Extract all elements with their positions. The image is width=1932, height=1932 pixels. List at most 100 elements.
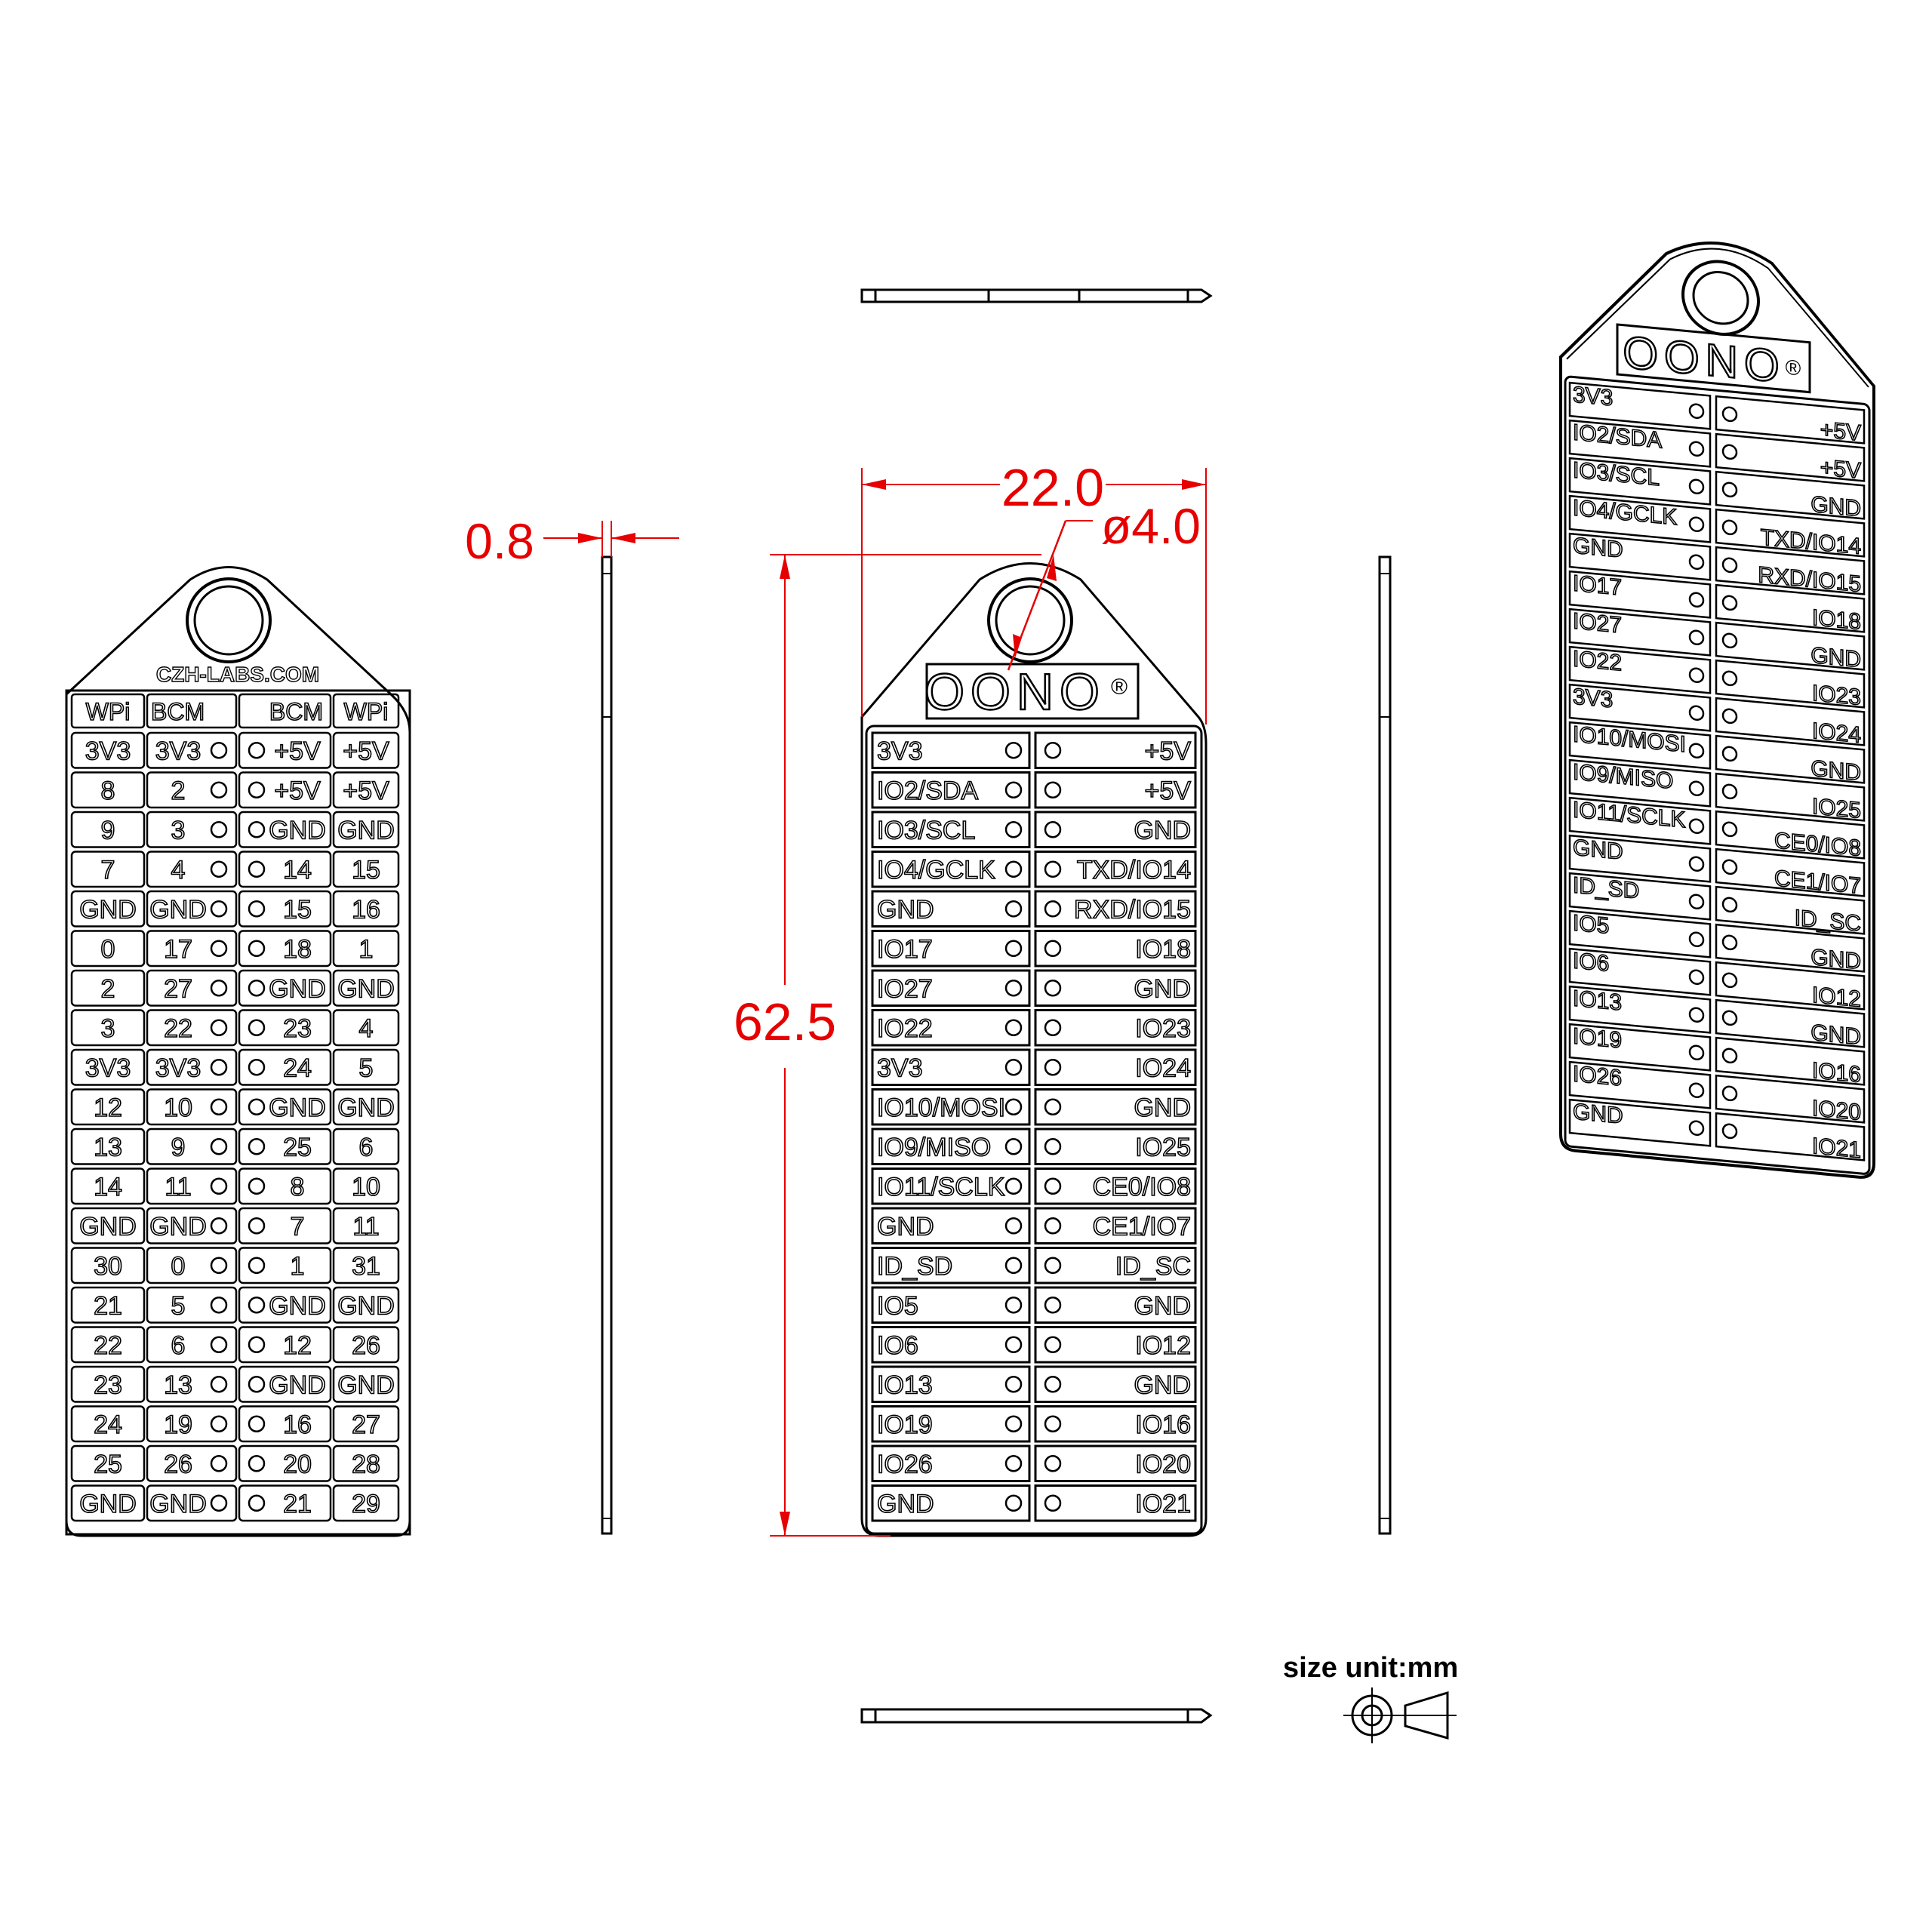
iso-pin-cell-left xyxy=(1568,570,1712,619)
iso-pin-hole xyxy=(1688,629,1705,646)
center-pin-cell-right xyxy=(1034,1484,1197,1522)
left-header-label: BCM xyxy=(151,698,205,725)
left-wpi-value: 27 xyxy=(352,1411,380,1439)
center-tag-hole-inner xyxy=(995,585,1066,656)
center-pin-hole xyxy=(1044,860,1062,878)
center-logo-box xyxy=(925,663,1140,720)
iso-pin-hole xyxy=(1721,444,1738,460)
center-pin-hole xyxy=(1004,900,1023,918)
iso-pin-cell-right xyxy=(1715,1074,1866,1124)
center-right-pin-label: ID_SC xyxy=(1115,1252,1191,1281)
left-pin-cell xyxy=(238,1247,332,1284)
left-pin-cell xyxy=(238,1088,332,1126)
iso-right-pin-label: IO16 xyxy=(1812,1058,1861,1088)
side-view-right xyxy=(1378,555,1392,1535)
center-right-pin-label: IO20 xyxy=(1135,1450,1191,1478)
center-pin-hole xyxy=(1004,1019,1023,1036)
center-pin-cell-left xyxy=(871,1088,1031,1126)
iso-left-pin-label: GND xyxy=(1573,835,1623,865)
left-bcm-value: 20 xyxy=(283,1450,312,1478)
iso-pin-hole xyxy=(1688,441,1705,457)
left-pin-cell xyxy=(70,1048,146,1086)
iso-pin-hole xyxy=(1721,934,1738,951)
unit-note: size unit:mm xyxy=(1283,1652,1458,1684)
iso-pin-cell-right xyxy=(1715,772,1866,822)
left-wpi-value: 1 xyxy=(359,935,374,964)
left-pin-cell xyxy=(70,1009,146,1047)
center-right-pin-label: TXD/IO14 xyxy=(1077,856,1191,884)
center-pin-hole xyxy=(1004,1098,1023,1115)
left-wpi-value: 22 xyxy=(94,1331,122,1360)
left-wpi-value: 4 xyxy=(359,1014,374,1043)
center-left-pin-label: IO26 xyxy=(877,1450,933,1478)
left-bcm-value: 26 xyxy=(164,1450,192,1478)
left-pin-cell xyxy=(70,1168,146,1205)
center-pin-cell-right xyxy=(1034,811,1197,848)
left-bcm-value: 7 xyxy=(291,1212,305,1241)
iso-pin-cell-left xyxy=(1568,834,1712,883)
iso-left-pin-label: IO19 xyxy=(1573,1024,1622,1054)
left-bcm-value: 21 xyxy=(283,1490,312,1518)
left-pin-cell xyxy=(146,1168,238,1205)
left-bcm-value: 27 xyxy=(164,974,192,1003)
iso-pin-hole xyxy=(1721,406,1738,423)
iso-pin-cell-left xyxy=(1568,457,1712,506)
left-pin-cell xyxy=(332,1405,400,1443)
iso-right-pin-label: GND xyxy=(1810,945,1861,974)
left-pin-cell xyxy=(238,1168,332,1205)
left-bcm-value: 17 xyxy=(164,935,192,964)
left-pin-cell xyxy=(332,1048,400,1086)
left-pin-cell xyxy=(70,1207,146,1244)
left-tag-hole-outer xyxy=(186,577,272,663)
left-pin-hole xyxy=(210,1455,228,1472)
iso-pin-hole xyxy=(1721,1048,1738,1064)
left-wpi-value: GND xyxy=(337,974,395,1003)
left-bcm-value: 15 xyxy=(283,895,312,924)
left-pin-cell xyxy=(238,1128,332,1165)
left-pin-cell xyxy=(332,1168,400,1205)
iso-pin-cell-right xyxy=(1715,659,1866,709)
left-pin-cell xyxy=(146,1247,238,1284)
left-pin-cell xyxy=(332,1365,400,1403)
iso-pin-hole xyxy=(1721,859,1738,875)
center-pin-hole xyxy=(1004,821,1023,838)
iso-pin-hole xyxy=(1688,592,1705,608)
left-pin-cell xyxy=(70,1444,146,1482)
left-pin-cell xyxy=(332,1207,400,1244)
left-pin-hole xyxy=(210,1376,228,1393)
left-pin-cell xyxy=(332,1009,400,1047)
center-left-pin-label: GND xyxy=(877,895,934,924)
left-pin-hole xyxy=(210,1138,228,1155)
left-pin-cell xyxy=(146,890,238,928)
center-pin-cell-right xyxy=(1034,1326,1197,1364)
center-pin-hole xyxy=(1044,1494,1062,1512)
left-wpi-value: 21 xyxy=(94,1291,122,1320)
iso-pin-cell-left xyxy=(1568,381,1712,430)
iso-right-pin-label: IO18 xyxy=(1812,605,1861,635)
center-right-pin-label: IO16 xyxy=(1135,1411,1191,1439)
center-right-pin-label: RXD/IO15 xyxy=(1074,895,1191,924)
iso-right-pin-label: IO12 xyxy=(1812,983,1861,1012)
center-pin-hole xyxy=(1004,1177,1023,1195)
center-pin-cell-left xyxy=(871,1048,1031,1086)
iso-pin-hole xyxy=(1688,743,1705,759)
iso-pin-cell-right xyxy=(1715,697,1866,746)
center-pin-hole xyxy=(1044,1336,1062,1353)
center-pin-hole xyxy=(1004,1455,1023,1472)
center-right-pin-label: GND xyxy=(1134,1291,1191,1320)
left-pin-cell xyxy=(146,771,238,809)
center-left-pin-label: IO9/MISO xyxy=(877,1133,991,1161)
thickness-dimension xyxy=(543,521,679,557)
left-pin-hole xyxy=(248,1455,266,1472)
center-left-pin-label: IO6 xyxy=(877,1331,918,1360)
left-wpi-value: GND xyxy=(337,1094,395,1122)
center-pin-hole xyxy=(1004,1257,1023,1274)
iso-tag-hole-inner xyxy=(1692,271,1749,325)
center-pin-hole xyxy=(1004,1297,1023,1314)
left-wpi-value: 5 xyxy=(359,1054,374,1082)
left-pin-cell xyxy=(332,1326,400,1364)
center-left-pin-label: ID_SD xyxy=(877,1252,952,1281)
iso-left-pin-label: IO13 xyxy=(1573,986,1622,1016)
